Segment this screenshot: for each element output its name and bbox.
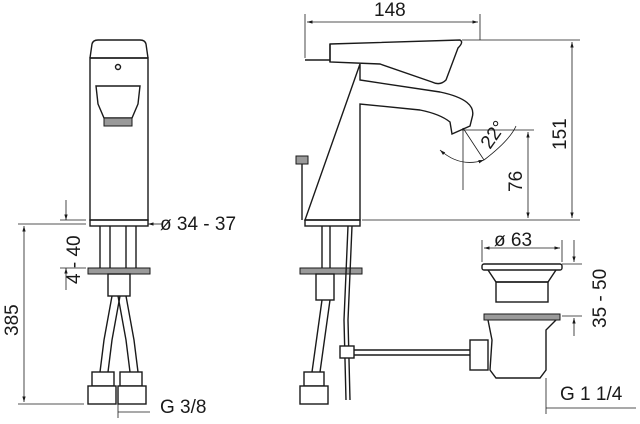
handle-front <box>89 39 149 59</box>
hose-nut-left <box>91 371 115 387</box>
popup-knob <box>295 155 309 165</box>
spout-front <box>95 85 141 119</box>
side-view <box>295 39 474 405</box>
side-dimensions: 148 151 76 22° <box>304 0 580 221</box>
drain-assembly: ø 63 35 - 50 G 1 1/4 <box>469 230 636 414</box>
hose-length-label: 385 <box>2 304 23 336</box>
height-label: 151 <box>550 118 571 150</box>
handle-side <box>329 39 463 85</box>
drain-diameter-label: ø 63 <box>494 230 532 251</box>
drain-thread-label: G 1 1/4 <box>560 384 623 405</box>
hose-thread-label: G 3/8 <box>160 397 206 418</box>
hole-diameter-label: ø 34 - 37 <box>160 214 236 235</box>
rod-connector <box>469 339 489 371</box>
front-view <box>87 39 151 405</box>
rod-clamp <box>339 345 355 359</box>
body-front <box>89 57 149 221</box>
drain-cap <box>481 263 563 271</box>
drain-depth-label: 35 - 50 <box>590 269 611 328</box>
front-dimensions: 4 - 40 ø 34 - 37 385 G 3/8 <box>2 200 236 418</box>
spout-angle-label: 22° <box>477 117 511 153</box>
body-side <box>304 59 474 221</box>
fixing-nut <box>87 267 151 275</box>
spout-height-label: 76 <box>506 171 527 192</box>
handle-screw <box>114 63 122 71</box>
deck-thickness-label: 4 - 40 <box>64 235 85 284</box>
hose-nut-right <box>119 371 143 387</box>
width-label: 148 <box>374 0 406 21</box>
drain-nut <box>483 313 561 321</box>
aerator <box>103 117 133 127</box>
